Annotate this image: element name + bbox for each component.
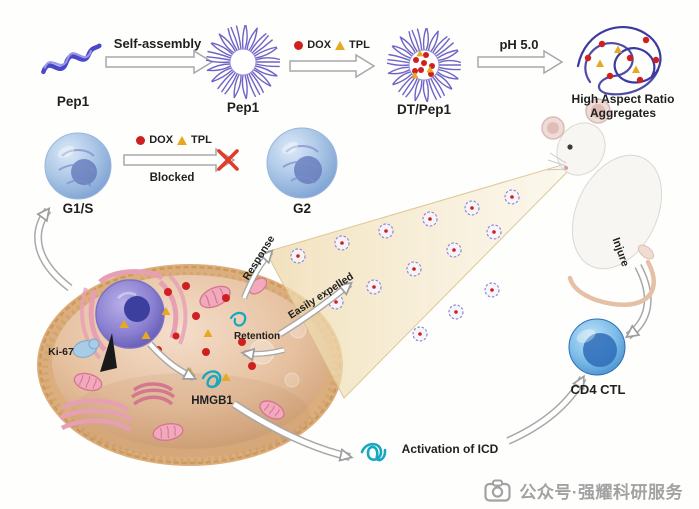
dt-pep1-label: DT/Pep1 [396, 102, 451, 117]
tpl-label: TPL [191, 134, 212, 146]
response-arrow [241, 252, 271, 300]
icd-to-cd4-arrow [506, 378, 587, 445]
drug-loading-arrow [289, 53, 376, 79]
blocked-arrow [123, 147, 239, 173]
icd-blob [360, 442, 387, 462]
injure-arrow [628, 264, 652, 340]
endoplasmic-reticulum [80, 269, 188, 360]
retention-label: Retention [233, 331, 281, 342]
pep1-monomer-label: Pep1 [56, 94, 90, 109]
easily-expelled-arrow [278, 281, 350, 337]
dox-dot-icon [136, 135, 146, 145]
aggregates-tangle [576, 25, 662, 96]
dox-label: DOX [149, 134, 174, 146]
dox-dots [154, 282, 256, 370]
blocked-label: Blocked [149, 172, 195, 184]
cd4-ctl-cell [568, 318, 626, 376]
drug-legend-top: DOX TPL [284, 39, 380, 51]
icd-label: Activation of ICD [401, 442, 499, 456]
watermark: 公众号·强耀科研服务 [484, 478, 683, 503]
self-assembly-label: Self-assembly [113, 36, 202, 51]
g1s-cell [44, 132, 112, 200]
pep1-micelle-label: Pep1 [226, 100, 260, 115]
release-beam [265, 158, 581, 399]
tpl-triangle-icon [177, 135, 188, 145]
golgi-apparatus [130, 382, 176, 406]
mitochondria [73, 277, 285, 441]
watermark-text: 公众号·强耀科研服务 [519, 483, 683, 502]
red-x-icon [217, 149, 239, 171]
ph-arrow [477, 49, 564, 75]
cell-to-g1s-arrow [34, 210, 73, 292]
hmgb1-label: HMGB1 [191, 395, 233, 407]
mouse-illustration [541, 98, 663, 307]
dt-pep1-micelle [385, 26, 463, 104]
ph-label: pH 5.0 [499, 37, 539, 52]
dox-dot-icon [294, 40, 304, 50]
ki67-blob [72, 338, 100, 358]
self-assembly-arrow [105, 49, 214, 75]
dox-label: DOX [307, 39, 332, 51]
hmgb1-to-icd-arrow [231, 400, 350, 457]
drug-legend-row2: DOX TPL [124, 134, 224, 146]
ki67-label: Ki-67 [48, 346, 74, 358]
hmgb1-blob [201, 370, 222, 389]
tpl-label: TPL [349, 39, 370, 51]
ki67-arrow [100, 333, 117, 372]
beam-particles [290, 189, 520, 342]
cd4-ctl-label: CD4 CTL [570, 382, 626, 397]
nucleus [95, 279, 165, 349]
camera-icon [484, 479, 511, 502]
aggregates-label: High Aspect Ratio Aggregates [571, 92, 675, 120]
pep1-micelle [204, 23, 282, 101]
nucleus-to-hmgb1-arrow [147, 341, 194, 382]
retention-arrow [244, 347, 285, 354]
pep1-monomer-squiggle [41, 43, 102, 75]
g2-cell [266, 127, 338, 199]
g1s-label: G1/S [62, 201, 94, 216]
g2-label: G2 [292, 201, 311, 216]
tpl-triangle-icon [335, 40, 346, 50]
retention-blob [229, 311, 247, 327]
tumor-cell [37, 264, 343, 466]
er-stack [58, 398, 134, 432]
